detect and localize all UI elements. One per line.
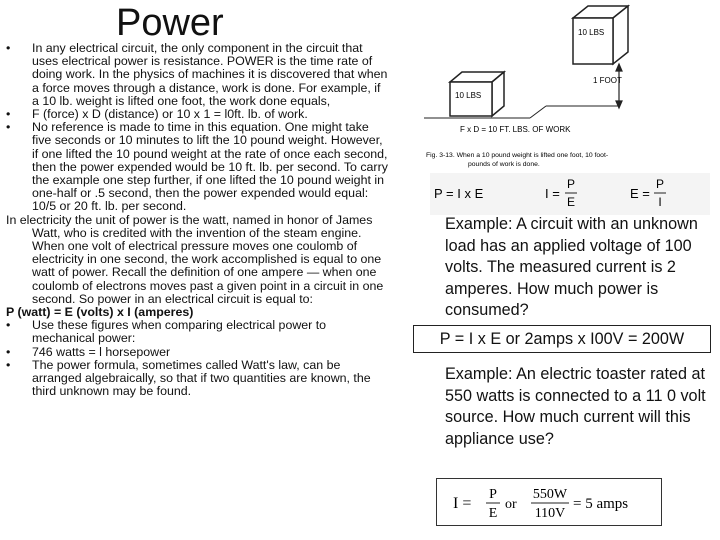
bullet-item: • F (force) x D (distance) or 10 x 1 = l0…: [6, 107, 390, 122]
formula2-denominator-1: E: [489, 506, 498, 521]
bullet-dot: •: [6, 318, 11, 333]
formula2-or: or: [505, 497, 517, 512]
weight-lift-figure: 10 LBS 1 FOOT 10 LBS F x D = 10 FT. LBS.…: [424, 4, 710, 215]
bullet-item: • No reference is made to time in this eq…: [6, 120, 390, 214]
formula-i-denominator: E: [567, 195, 575, 209]
bullet-dot: •: [6, 357, 11, 372]
example-1-text: Example: A circuit with an unknown load …: [445, 215, 698, 319]
example-2-text: Example: An electric toaster rated at 55…: [445, 365, 706, 448]
formula-p: P = I x E: [434, 186, 484, 201]
formula-e-lhs: E =: [630, 186, 650, 201]
bullet-dot: •: [6, 107, 11, 122]
formula-e-numerator: P: [656, 177, 664, 191]
bullet-text: No reference is made to time in this equ…: [32, 120, 388, 214]
formula-i-lhs: I =: [545, 186, 560, 201]
watt-paragraph: In electricity the unit of power is the …: [6, 212, 384, 306]
bullet-item: • Use these figures when comparing electr…: [6, 318, 390, 346]
floor-weight-box: [447, 70, 507, 118]
bottom-box-label: 10 LBS: [455, 91, 481, 100]
formula-i-numerator: P: [567, 177, 575, 191]
power-formula-text: P (watt) = E (volts) x I (amperes): [6, 305, 194, 320]
formula2-lhs: I =: [453, 495, 471, 512]
bullet-text: 746 watts = l horsepower: [32, 344, 171, 359]
bullet-dot: •: [6, 344, 11, 359]
bullet-dot: •: [6, 41, 11, 55]
figure-caption-line1: Fig. 3-13. When a 10 pound weight is lif…: [426, 152, 608, 159]
bullet-dot: •: [6, 120, 11, 135]
current-formula: I = P E or 550W 110V = 5 amps: [436, 478, 662, 526]
formula-panel: [430, 173, 710, 215]
raised-weight-box: [570, 4, 631, 66]
bullet-item: • In any electrical circuit, the only com…: [6, 41, 390, 108]
figure-caption-line2: pounds of work is done.: [468, 161, 540, 168]
example-1-answer: P = I x E or 2amps x I00V = 200W: [413, 325, 711, 353]
formula2-denominator-2: 110V: [535, 506, 566, 521]
top-box-label: 10 LBS: [578, 28, 604, 37]
formula-e-denominator: I: [658, 195, 661, 209]
bullet-text: F (force) x D (distance) or 10 x 1 = l0f…: [32, 107, 308, 122]
bullet-text: Use these figures when comparing electri…: [32, 318, 327, 346]
work-label: F x D = 10 FT. LBS. OF WORK: [460, 125, 571, 134]
page-title: Power: [116, 2, 224, 44]
formula2-numerator-1: P: [489, 487, 497, 502]
bullet-item: • 746 watts = l horsepower: [6, 344, 390, 359]
bullet-item: • The power formula, sometimes called Wat…: [6, 357, 390, 399]
floor-lines: [424, 105, 620, 119]
formula2-numerator-2: 550W: [533, 487, 568, 502]
dimension-line: [615, 62, 623, 110]
bullet-text: The power formula, sometimes called Watt…: [32, 357, 371, 399]
bullet-text: In any electrical circuit, the only comp…: [32, 41, 388, 108]
body-text: • In any electrical circuit, the only com…: [6, 41, 390, 399]
formula2-result: = 5 amps: [573, 496, 628, 512]
dimension-label: 1 FOOT: [593, 76, 622, 85]
